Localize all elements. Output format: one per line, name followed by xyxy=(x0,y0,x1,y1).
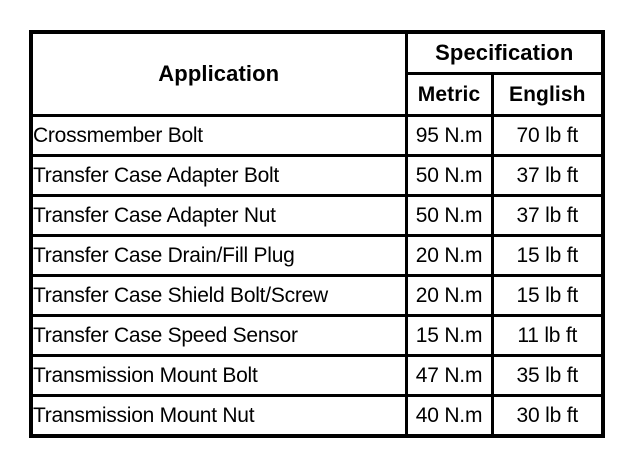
cell-metric: 40 N.m xyxy=(404,394,494,438)
column-header-specification: Specification xyxy=(404,30,605,75)
cell-english: 70 lb ft xyxy=(490,114,605,157)
torque-specification-table: Application Specification Metric English… xyxy=(29,30,606,438)
cell-application: Transfer Case Drain/Fill Plug xyxy=(29,234,408,277)
cell-application: Transfer Case Adapter Bolt xyxy=(29,154,408,197)
column-header-english: English xyxy=(490,72,605,117)
cell-application: Transfer Case Speed Sensor xyxy=(29,314,408,357)
cell-application: Crossmember Bolt xyxy=(29,114,408,157)
cell-application: Transmission Mount Bolt xyxy=(29,354,408,397)
cell-application: Transfer Case Shield Bolt/Screw xyxy=(29,274,408,317)
cell-application: Transmission Mount Nut xyxy=(29,394,408,438)
cell-english: 11 lb ft xyxy=(490,314,605,357)
header-row-sub: Metric English xyxy=(31,72,605,117)
cell-application: Transfer Case Adapter Nut xyxy=(29,194,408,237)
cell-english: 30 lb ft xyxy=(490,394,605,438)
cell-english: 15 lb ft xyxy=(490,274,605,317)
cell-metric: 20 N.m xyxy=(404,274,494,317)
cell-metric: 20 N.m xyxy=(404,234,494,277)
cell-metric: 15 N.m xyxy=(404,314,494,357)
column-header-metric: Metric xyxy=(404,72,494,117)
cell-english: 15 lb ft xyxy=(490,234,605,277)
header-row-top: Application Specification xyxy=(29,30,605,117)
cell-metric: 47 N.m xyxy=(404,354,494,397)
cell-english: 35 lb ft xyxy=(490,354,605,397)
cell-english: 37 lb ft xyxy=(490,194,605,237)
cell-english: 37 lb ft xyxy=(490,154,605,197)
cell-metric: 95 N.m xyxy=(404,114,494,157)
column-header-application: Application xyxy=(29,30,408,117)
table-header: Application Specification Metric English xyxy=(29,30,605,117)
cell-metric: 50 N.m xyxy=(404,154,494,197)
cell-metric: 50 N.m xyxy=(404,194,494,237)
